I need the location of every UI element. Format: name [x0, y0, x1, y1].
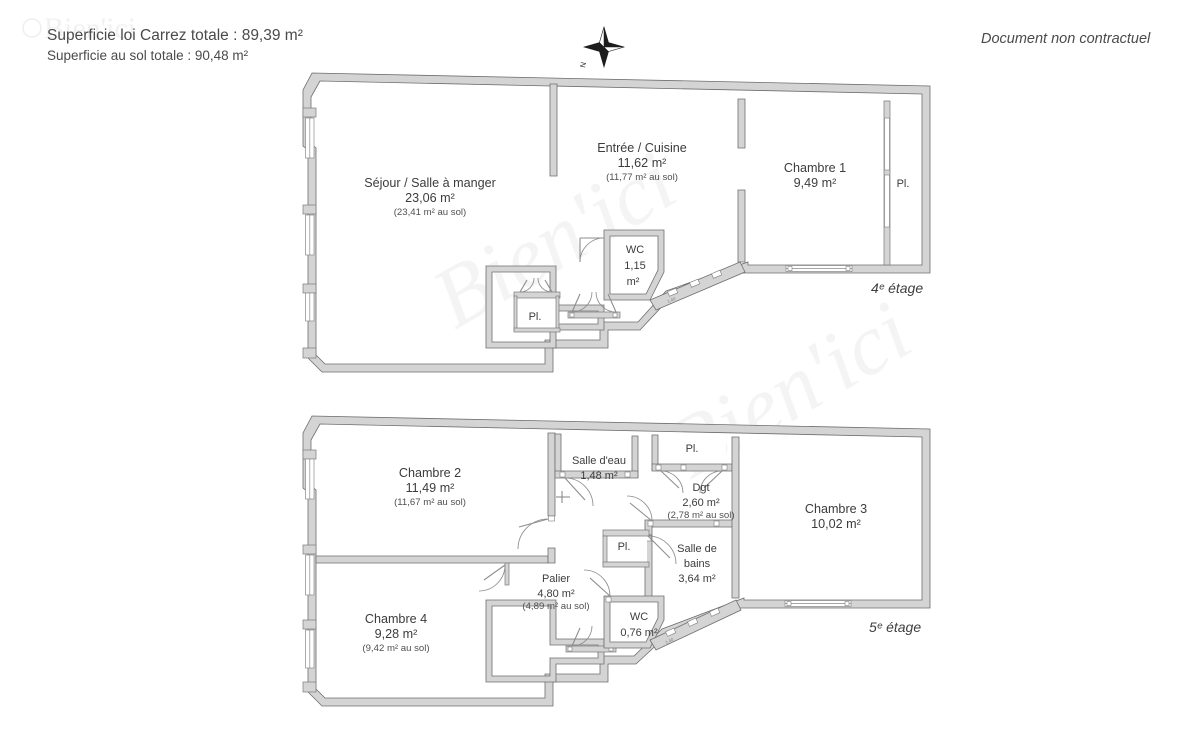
- floor-plan-5th-floor: 1,40 Chambre 2 11,49 m² (11,67 m² au sol…: [302, 415, 931, 707]
- watermark-text: Bien'ici: [44, 12, 136, 45]
- svg-text:1,40: 1,40: [666, 296, 676, 304]
- floor4-closet-door-chambre1: [884, 117, 890, 228]
- svg-text:1,40: 1,40: [664, 637, 674, 645]
- label-chambre1-name: Chambre 1: [784, 161, 846, 175]
- label-chambre4-area: 9,28 m²: [375, 627, 418, 641]
- label-chambre4-sol: (9,42 m² au sol): [362, 643, 429, 654]
- floor5-door-chambre2: [517, 515, 555, 550]
- floor4-windows-left: [305, 117, 315, 322]
- label-wc4-unit: m²: [627, 276, 640, 288]
- label-closet-chambre1: Pl.: [897, 178, 910, 190]
- floor4-room-fills: [318, 80, 930, 267]
- label-floor-4: 4ᵉ étage: [871, 280, 923, 296]
- label-wc5-area: 0,76 m²: [620, 627, 658, 639]
- floor4-double-door: [567, 291, 621, 319]
- label-chambre1-area: 9,49 m²: [794, 176, 837, 190]
- floor4-partition-entree-chambre1: [737, 98, 746, 149]
- label-palier-area: 4,80 m²: [537, 588, 575, 600]
- floor4-wc-walls: [603, 229, 665, 301]
- floor5-door-chambre4: [478, 562, 510, 592]
- label-chambre2-name: Chambre 2: [399, 466, 461, 480]
- floor5-stair-diagonal: 1,40: [649, 599, 742, 651]
- floor5-salle-eau: [554, 433, 639, 507]
- label-sejour-area: 23,06 m²: [405, 191, 455, 205]
- compass-north-label: N: [578, 61, 588, 68]
- floor4-labels: Séjour / Salle à manger 23,06 m² (23,41 …: [364, 141, 923, 323]
- label-sejour-name: Séjour / Salle à manger: [364, 176, 496, 190]
- floor4-closet-pl-lower: [513, 277, 561, 333]
- surface-carrez-total: Superficie loi Carrez totale : 89,39 m²: [47, 27, 303, 44]
- floor4-wc-door: [579, 237, 605, 263]
- floor4-window-chambre1-south: [785, 265, 853, 272]
- floor5-partition-chambre2-door-jamb: [547, 547, 556, 564]
- label-chambre3-area: 10,02 m²: [811, 517, 861, 531]
- label-palier-sol: (4,89 m² au sol): [522, 601, 589, 612]
- floor5-sdb-walls: [644, 534, 677, 601]
- label-chambre2-area: 11,49 m²: [406, 481, 455, 495]
- label-entree-area: 11,62 m²: [618, 156, 667, 170]
- label-closet-lower4: Pl.: [529, 311, 542, 323]
- compass-rose-icon: N: [578, 25, 626, 68]
- label-wc4-area: 1,15: [624, 260, 645, 272]
- floor5-room-fills: [318, 423, 930, 602]
- surface-sol-total: Superficie au sol totale : 90,48 m²: [47, 48, 249, 63]
- floor4-partition-sejour-entree: [549, 83, 558, 177]
- label-dgt-name: Dgt: [692, 482, 709, 494]
- floor5-palier-walls: [485, 599, 605, 683]
- label-dgt-sol: (2,78 m² au sol): [667, 510, 734, 521]
- label-sdb-name-2: bains: [684, 558, 711, 570]
- label-closet-top5: Pl.: [686, 443, 699, 455]
- floor4-partition-entree-chambre1-lower: [737, 189, 746, 263]
- floor5-windows-left: [305, 458, 315, 669]
- label-sejour-sol: (23,41 m² au sol): [394, 207, 467, 218]
- label-salle-eau-area: 1,48 m²: [580, 470, 618, 482]
- floor5-left-wall-details: [302, 449, 317, 693]
- label-entree-name: Entrée / Cuisine: [597, 141, 687, 155]
- label-salle-eau-name: Salle d'eau: [572, 455, 626, 467]
- floor4-left-wall-details: [302, 107, 317, 359]
- label-palier-name: Palier: [542, 573, 570, 585]
- floor5-labels: Chambre 2 11,49 m² (11,67 m² au sol) Cha…: [362, 443, 921, 654]
- label-closet-mid5: Pl.: [618, 541, 631, 553]
- label-sdb-area: 3,64 m²: [678, 573, 716, 585]
- label-wc5-name: WC: [630, 611, 648, 623]
- floor-plan-4th-floor: 1,40 Séjour / Salle à manger 23,06 m² (2…: [302, 72, 931, 373]
- label-sdb-name-1: Salle de: [677, 543, 717, 555]
- label-chambre2-sol: (11,67 m² au sol): [394, 497, 466, 508]
- label-chambre3-name: Chambre 3: [805, 502, 867, 516]
- label-entree-sol: (11,77 m² au sol): [606, 172, 678, 183]
- floor5-partition-chambres-palier: [547, 432, 556, 517]
- floor4-corridor-wall: [485, 265, 605, 349]
- label-chambre4-name: Chambre 4: [365, 612, 427, 626]
- floor4-stair-diagonal: 1,40: [649, 261, 746, 311]
- label-floor-5: 5ᵉ étage: [869, 619, 921, 635]
- label-dgt-area: 2,60 m²: [682, 497, 720, 509]
- floor5-partition-chambre3: [731, 436, 740, 599]
- floor5-partition-ch2-ch4: [315, 555, 549, 564]
- floor5-bottom-door: [565, 625, 617, 653]
- floor5-closet-pl-top: [651, 434, 733, 494]
- floor5-wc-walls: [583, 569, 665, 649]
- floor5-closet-pl-mid: [602, 529, 650, 568]
- non-contractual-notice: Document non contractuel: [981, 31, 1151, 47]
- floor5-window-chambre3-south: [784, 600, 852, 607]
- label-wc4-name: WC: [626, 244, 644, 256]
